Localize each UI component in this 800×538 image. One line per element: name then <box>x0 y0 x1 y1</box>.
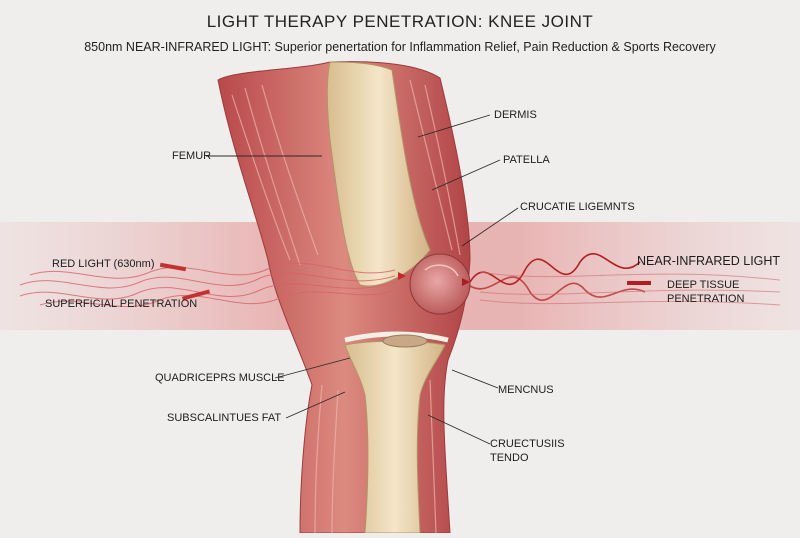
label-cruciate-ligaments: CRUCATIE LIGEMNTS <box>520 201 635 213</box>
nir-marker-bar <box>627 281 651 285</box>
label-tendon-line2: TENDO <box>490 452 529 464</box>
superficial-marker-bar <box>181 289 211 301</box>
nir-faint-waves <box>479 271 781 306</box>
label-red-light: RED LIGHT (630nm) <box>52 258 155 270</box>
tibia-bone <box>344 340 446 534</box>
label-subcutaneous-fat: SUBSCALINTUES FAT <box>167 412 282 424</box>
red-arrow-marker <box>398 272 406 280</box>
label-superficial-penetration: SUPERFICIAL PENETRATION <box>45 298 198 310</box>
femur-bone <box>326 61 431 287</box>
label-quadriceps: QUADRICEPRS MUSCLE <box>155 372 285 384</box>
meniscus-disc <box>382 334 428 348</box>
red-light-marker-bar <box>159 262 187 272</box>
patella-highlight <box>424 264 459 277</box>
nir-arrow-marker <box>462 278 470 286</box>
page-title: LIGHT THERAPY PENETRATION: KNEE JOINT <box>206 12 594 31</box>
label-dermis: DERMIS <box>494 109 537 121</box>
label-tendon-line1: CRUECTUSIIS <box>490 438 565 450</box>
label-femur: FEMUR <box>172 150 212 162</box>
muscle-fibers <box>231 79 461 534</box>
label-meniscus: MENCNUS <box>498 384 554 396</box>
patella-shape <box>409 253 471 315</box>
label-near-infrared: NEAR-INFRARED LIGHT <box>637 254 781 268</box>
leader-lines <box>206 114 519 445</box>
label-penetration: PENETRATION <box>667 293 745 305</box>
label-patella: PATELLA <box>503 154 550 166</box>
label-deep-tissue: DEEP TISSUE <box>667 279 740 291</box>
meniscus-shape <box>344 331 449 343</box>
page-subtitle: 850nm NEAR-INFRARED LIGHT: Superior pene… <box>84 40 716 54</box>
